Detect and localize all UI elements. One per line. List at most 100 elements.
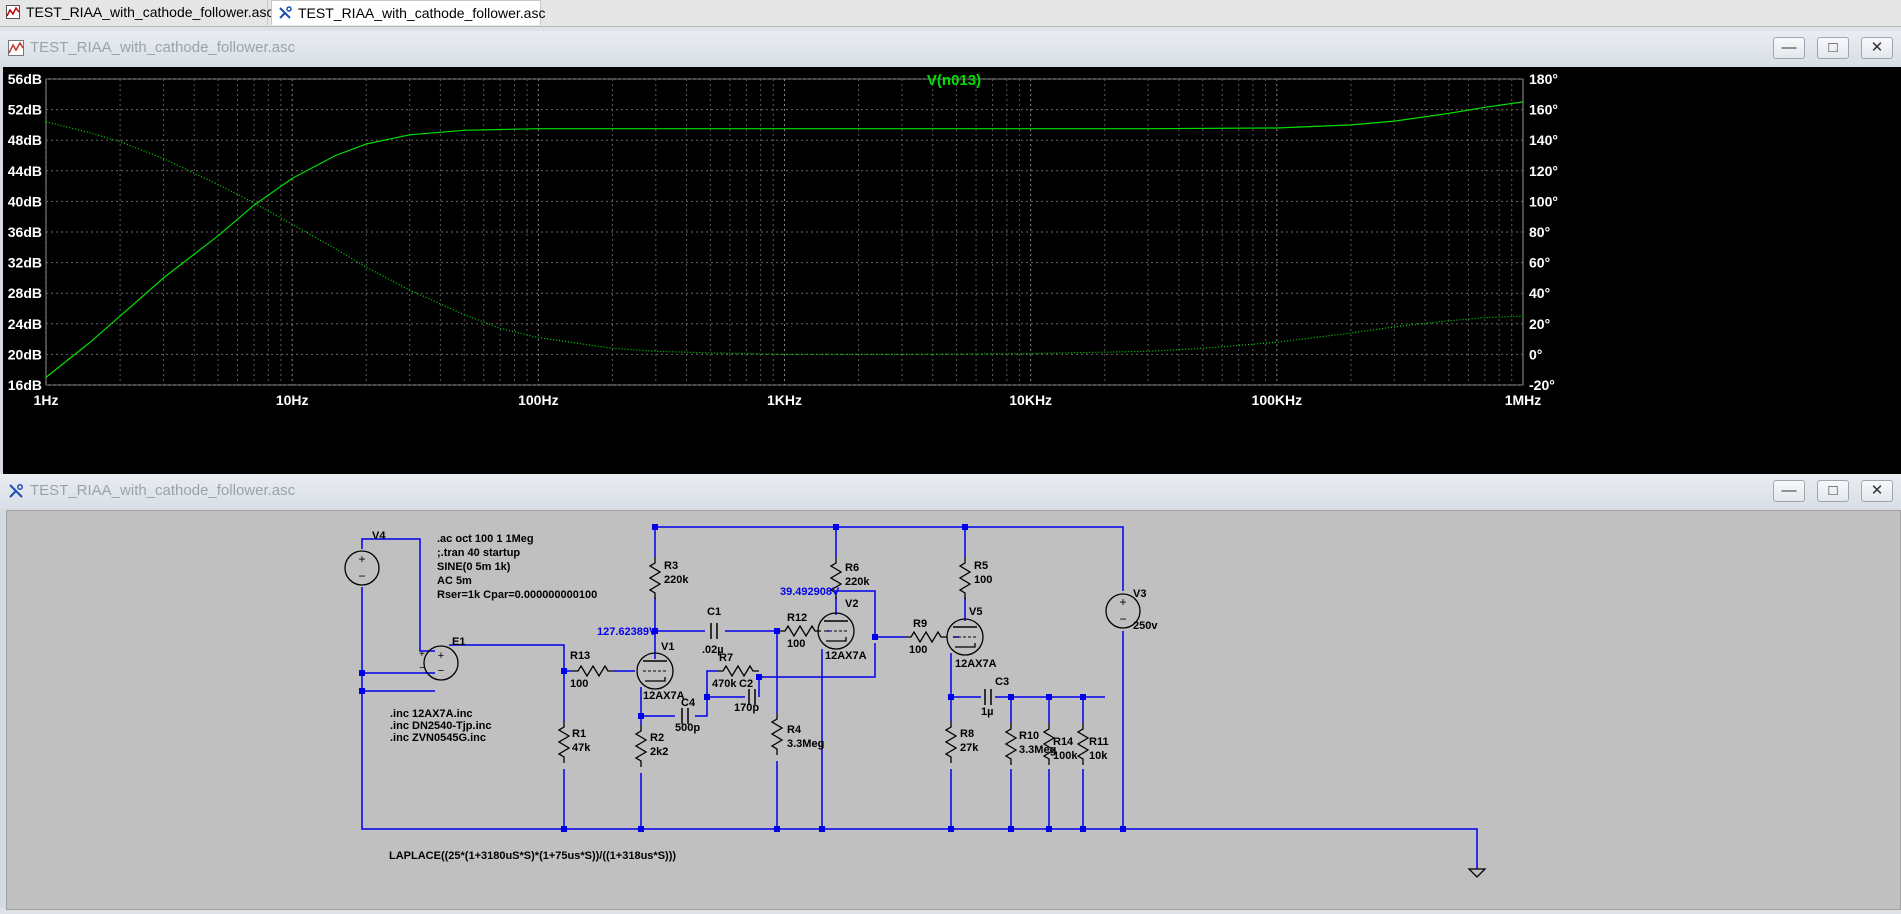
include-12ax7a[interactable]: .inc 12AX7A.inc	[390, 708, 473, 720]
source-spec-rser: Rser=1k Cpar=0.000000000100	[437, 589, 597, 601]
r5-value: 100	[974, 574, 992, 586]
include-zvn0545g[interactable]: .inc ZVN0545G.inc	[390, 732, 486, 744]
c1-value: .02µ	[702, 644, 724, 656]
y-tick-label-left: 16dB	[8, 377, 42, 393]
plot-series	[45, 101, 1524, 378]
r13-label: R13	[570, 650, 590, 662]
v3-label: V3	[1133, 588, 1146, 600]
schematic-drawing[interactable]: + − V4 + − + − E1 R13 100 R1 47k R3 220k	[7, 511, 1900, 909]
v1-value: 12AX7A	[643, 690, 685, 702]
r12-label: R12	[787, 612, 807, 624]
r14-value: 100k	[1053, 750, 1078, 762]
resistor-r8[interactable]	[945, 720, 957, 764]
tube-v5[interactable]: V5 12AX7A	[946, 606, 997, 670]
r1-value: 47k	[572, 742, 591, 754]
x-tick-label: 10KHz	[1009, 392, 1052, 408]
svg-text:+: +	[1119, 595, 1126, 609]
dependent-source-e1[interactable]: + − + − E1	[419, 636, 465, 681]
capacitor-c1[interactable]	[710, 623, 718, 639]
v5-label: V5	[969, 606, 982, 618]
schematic-canvas[interactable]: + − V4 + − + − E1 R13 100 R1 47k R3 220k	[6, 510, 1901, 910]
waveform-icon	[8, 40, 24, 56]
r10-value: 3.3Meg	[1019, 744, 1056, 756]
c1-label: C1	[707, 606, 721, 618]
v3-value: 250v	[1133, 620, 1158, 632]
maximize-button[interactable]: □	[1817, 480, 1849, 502]
capacitor-c2[interactable]	[748, 689, 756, 705]
resistor-r7[interactable]	[716, 665, 760, 677]
schematic-window-titlebar[interactable]: TEST_RIAA_with_cathode_follower.asc — □ …	[0, 474, 1901, 508]
r7-label: R7	[719, 652, 733, 664]
close-button[interactable]: ✕	[1861, 480, 1893, 502]
v1-label: V1	[661, 641, 674, 653]
v5-value: 12AX7A	[955, 658, 997, 670]
r4-value: 3.3Meg	[787, 738, 824, 750]
c3-value: 1µ	[981, 706, 993, 718]
r9-label: R9	[913, 618, 927, 630]
c4-value: 500p	[675, 722, 700, 734]
resistor-r10[interactable]	[1005, 722, 1017, 766]
voltage-source-v3[interactable]: + − V3 250v	[1105, 588, 1158, 632]
tube-v1[interactable]: V1 12AX7A	[636, 641, 685, 702]
waveform-icon	[6, 5, 20, 19]
r5-label: R5	[974, 560, 988, 572]
ground-symbol	[1467, 868, 1487, 878]
resistor-r1[interactable]	[558, 720, 570, 764]
y-tick-label-right: 180°	[1529, 71, 1558, 87]
tab-label: TEST_RIAA_with_cathode_follower.asc	[26, 4, 274, 20]
tab-schematic-document[interactable]: TEST_RIAA_with_cathode_follower.asc	[271, 0, 545, 25]
resistor-r13[interactable]	[571, 665, 615, 677]
resistor-r9[interactable]	[904, 631, 948, 643]
laplace-expression[interactable]: LAPLACE((25*(1+3180uS*S)*(1+75us*S))/((1…	[389, 850, 676, 862]
y-tick-label-right: 120°	[1529, 163, 1558, 179]
resistor-r12[interactable]	[778, 625, 822, 637]
y-tick-label-left: 40dB	[8, 193, 42, 209]
maximize-button[interactable]: □	[1817, 37, 1849, 59]
capacitor-c4[interactable]	[681, 708, 689, 724]
c2-label: C2	[739, 678, 753, 690]
voltage-source-v4[interactable]: + − V4	[344, 530, 386, 586]
source-spec-ac: AC 5m	[437, 575, 472, 587]
svg-text:+: +	[358, 552, 365, 566]
document-tab-bar: TEST_RIAA_with_cathode_follower.asc TEST…	[0, 0, 1901, 27]
r11-label: R11	[1089, 736, 1109, 748]
resistor-r3[interactable]	[649, 556, 661, 600]
r9-value: 100	[909, 644, 927, 656]
minimize-button[interactable]: —	[1773, 480, 1805, 502]
minimize-button[interactable]: —	[1773, 37, 1805, 59]
resistor-r4[interactable]	[771, 712, 783, 756]
magnitude-trace	[45, 101, 1524, 378]
source-spec-sine: SINE(0 5m 1k)	[437, 561, 511, 573]
x-tick-label: 1Hz	[34, 392, 59, 408]
resistor-r11[interactable]	[1077, 722, 1089, 766]
tab-waveform-document[interactable]: TEST_RIAA_with_cathode_follower.asc	[0, 0, 273, 25]
r4-label: R4	[787, 724, 802, 736]
phase-trace	[45, 121, 1524, 355]
svg-text:−: −	[438, 665, 444, 677]
y-tick-label-right: 140°	[1529, 132, 1558, 148]
close-button[interactable]: ✕	[1861, 37, 1893, 59]
tube-v2[interactable]: V2 12AX7A	[817, 598, 867, 662]
node-voltage-v2-grid: 39.492908V	[780, 586, 840, 598]
spice-directive-ac[interactable]: .ac oct 100 1 1Meg	[437, 533, 534, 545]
resistor-r2[interactable]	[635, 724, 647, 768]
r3-label: R3	[664, 560, 678, 572]
wires	[361, 526, 1478, 869]
y-tick-label-left: 32dB	[8, 255, 42, 271]
include-dn2540[interactable]: .inc DN2540-Tjp.inc	[390, 720, 491, 732]
spice-directive-tran[interactable]: ;.tran 40 startup	[437, 547, 520, 559]
r2-label: R2	[650, 732, 664, 744]
capacitor-c3[interactable]	[984, 689, 992, 705]
close-icon: ✕	[1870, 482, 1884, 499]
resistor-r5[interactable]	[959, 556, 971, 600]
trace-name-label[interactable]: V(n013)	[927, 72, 981, 89]
plot-window-titlebar[interactable]: TEST_RIAA_with_cathode_follower.asc — □ …	[0, 31, 1901, 65]
x-tick-label: 1KHz	[767, 392, 802, 408]
r8-value: 27k	[960, 742, 979, 754]
minimize-icon: —	[1781, 39, 1797, 56]
y-tick-label-right: 0°	[1529, 346, 1542, 362]
r6-value: 220k	[845, 576, 870, 588]
y-tick-label-right: 80°	[1529, 224, 1550, 240]
